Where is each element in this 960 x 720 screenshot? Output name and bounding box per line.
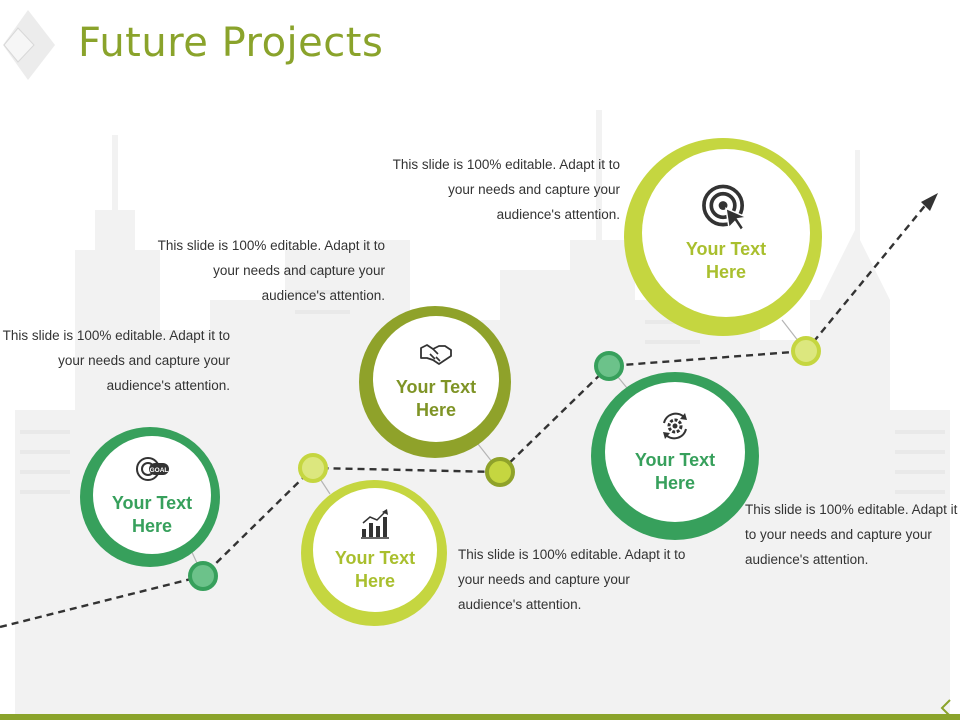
step-1-label: Your Text Here bbox=[111, 493, 193, 536]
step-5-dot bbox=[791, 336, 821, 366]
step-4-label: Your Text Here bbox=[634, 450, 716, 493]
target-cursor-icon bbox=[702, 184, 750, 232]
step-3-circle: Your Text Here bbox=[359, 306, 511, 458]
step-5-circle: Your Text Here bbox=[624, 138, 822, 336]
step-4-dot bbox=[594, 351, 624, 381]
goal-icon: GOAL bbox=[136, 457, 169, 481]
step-1-dot bbox=[188, 561, 218, 591]
decorative-diamonds bbox=[3, 10, 55, 80]
step-2-dot bbox=[298, 453, 328, 483]
bar-chart-icon bbox=[361, 509, 389, 539]
step-1-circle: GOAL Your Text Here bbox=[80, 427, 220, 567]
step-5-description: This slide is 100% editable. Adapt it to… bbox=[392, 157, 620, 222]
step-2-circle: Your Text Here bbox=[301, 480, 447, 626]
step-2-label: Your Text Here bbox=[334, 548, 416, 591]
handshake-icon bbox=[420, 344, 452, 365]
trend-arrowhead bbox=[921, 193, 938, 211]
step-4-description: This slide is 100% editable. Adapt it to… bbox=[745, 502, 958, 567]
svg-text:GOAL: GOAL bbox=[150, 467, 169, 474]
page-title: Future Projects bbox=[78, 20, 384, 66]
step-3-label: Your Text Here bbox=[395, 377, 477, 420]
corner-chevron-icon bbox=[940, 699, 951, 717]
step-1-description: This slide is 100% editable. Adapt it to… bbox=[2, 328, 230, 393]
step-2-description: This slide is 100% editable. Adapt it to… bbox=[458, 547, 686, 612]
step-5-label: Your Text Here bbox=[685, 239, 767, 282]
gear-refresh-icon bbox=[663, 412, 687, 440]
step-3-dot bbox=[485, 457, 515, 487]
step-3-description: This slide is 100% editable. Adapt it to… bbox=[157, 238, 385, 303]
step-4-circle: Your Text Here bbox=[591, 372, 759, 540]
bottom-rule bbox=[0, 714, 960, 720]
